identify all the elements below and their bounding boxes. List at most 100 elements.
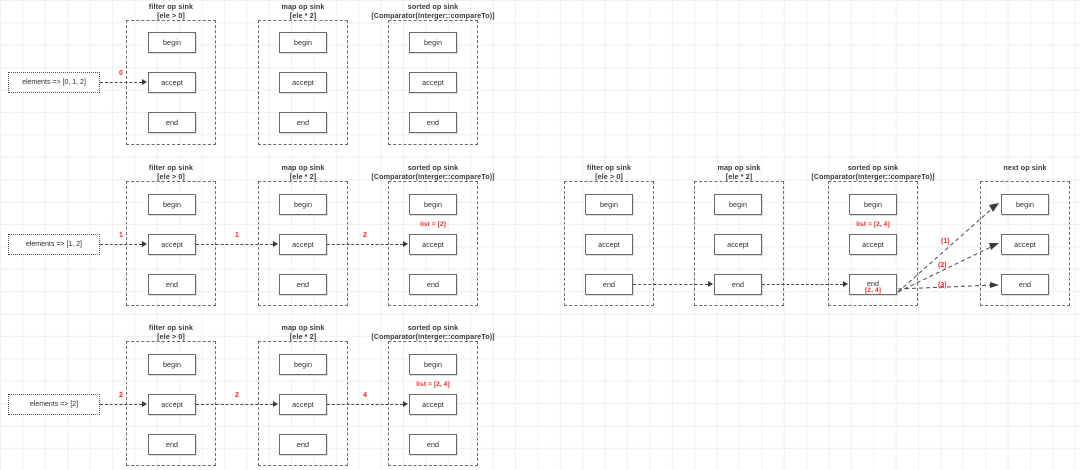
arrowhead-filter-accept-r3 — [142, 401, 147, 407]
stage-begin-sorted-r2b[interactable]: begin — [849, 194, 897, 215]
stage-begin-map-r2b[interactable]: begin — [714, 194, 762, 215]
stage-end-filter-r2[interactable]: end — [148, 274, 196, 295]
stage-end-sorted-r2b[interactable]: end [2, 4] — [849, 274, 897, 295]
sink-title-filter-r2: filter op sink [ele > 0] — [126, 163, 216, 181]
arrowhead-map-end-r2b — [708, 281, 713, 287]
sink-title-sorted-r1: sorted op sink [Comparator(Interger::com… — [368, 2, 498, 20]
sink-title-sorted-r2: sorted op sink [Comparator(Interger::com… — [368, 163, 498, 181]
stage-end-filter-r1[interactable]: end — [148, 112, 196, 133]
sink-filter-r2b — [564, 181, 654, 306]
stage-accept-filter-r3[interactable]: accept — [148, 394, 196, 415]
stage-accept-filter-r2b[interactable]: accept — [585, 234, 633, 255]
stage-accept-map-r2b[interactable]: accept — [714, 234, 762, 255]
stage-end-next-r2b[interactable]: end — [1001, 274, 1049, 295]
sink-map-r2b — [694, 181, 784, 306]
stage-begin-filter-r2b[interactable]: begin — [585, 194, 633, 215]
stage-accept-filter-r1[interactable]: accept — [148, 72, 196, 93]
fan-label-2: (2) — [938, 262, 947, 269]
stage-accept-sorted-r2[interactable]: accept — [409, 234, 457, 255]
sink-title-map-r1: map op sink [ele * 2] — [258, 2, 348, 20]
sink-title-line2: [ele > 0] — [595, 172, 623, 181]
stage-end-sorted-r3[interactable]: end — [409, 434, 457, 455]
connector-filter-to-map-r3 — [196, 404, 273, 405]
sink-sorted-r1 — [388, 20, 478, 145]
sink-title-line2: [Comparator(Interger::compareTo)] — [371, 332, 495, 341]
arrowhead-filter-accept-r2 — [142, 241, 147, 247]
stage-end-label: end — [866, 279, 880, 288]
stage-begin-filter-r1[interactable]: begin — [148, 32, 196, 53]
arrowhead-sorted-end-r2b — [843, 281, 848, 287]
stage-end-map-r2[interactable]: end — [279, 274, 327, 295]
sink-map-r3 — [258, 341, 348, 466]
sink-filter-r2 — [126, 181, 216, 306]
stage-accept-map-r2[interactable]: accept — [279, 234, 327, 255]
sink-title-line2: [ele * 2] — [289, 332, 317, 341]
stage-end-filter-r2b[interactable]: end — [585, 274, 633, 295]
sink-sorted-r2 — [388, 181, 478, 306]
stage-accept-sorted-r3[interactable]: accept — [409, 394, 457, 415]
sink-title-line1: filter op sink — [148, 2, 194, 11]
elements-source-r2[interactable]: elements => [1, 2] — [8, 234, 100, 255]
sink-title-next-r2b: next op sink — [980, 163, 1070, 172]
stage-accept-map-r3[interactable]: accept — [279, 394, 327, 415]
sink-filter-r3 — [126, 341, 216, 466]
fan-label-1: (1) — [941, 238, 950, 245]
stage-end-sorted-r2[interactable]: end — [409, 274, 457, 295]
stage-begin-map-r2[interactable]: begin — [279, 194, 327, 215]
arrowhead-sorted-accept-r3 — [403, 401, 408, 407]
stage-end-sublabel: [2, 4] — [865, 287, 881, 294]
stage-accept-filter-r2[interactable]: accept — [148, 234, 196, 255]
edge-label-r1-0: 0 — [119, 70, 123, 77]
stage-end-filter-r3[interactable]: end — [148, 434, 196, 455]
sink-title-line2: [ele * 2] — [725, 172, 753, 181]
edge-label-r3-1: 2 — [235, 392, 239, 399]
sink-title-line1: sorted op sink — [407, 163, 459, 172]
stage-begin-filter-r3[interactable]: begin — [148, 354, 196, 375]
sink-title-line1: filter op sink — [148, 163, 194, 172]
sink-title-line1: map op sink — [281, 323, 325, 332]
connector-elements-to-filter-r3 — [100, 404, 142, 405]
sink-title-map-r3: map op sink [ele * 2] — [258, 323, 348, 341]
stage-accept-next-r2b[interactable]: accept — [1001, 234, 1049, 255]
connector-map-to-sorted-r3 — [327, 404, 403, 405]
connector-elements-to-filter-r1 — [100, 82, 142, 83]
stage-begin-next-r2b[interactable]: begin — [1001, 194, 1049, 215]
edge-label-r3-0: 2 — [119, 392, 123, 399]
elements-source-r1[interactable]: elements => [0, 1, 2] — [8, 72, 100, 93]
sink-title-line2: [ele * 2] — [289, 11, 317, 20]
stage-begin-sorted-r1[interactable]: begin — [409, 32, 457, 53]
edge-label-r2-2: 2 — [363, 232, 367, 239]
edge-label-r2-1: 1 — [235, 232, 239, 239]
connector-filterend-to-mapend-r2b — [633, 284, 708, 285]
stage-begin-filter-r2[interactable]: begin — [148, 194, 196, 215]
sink-title-line1: next op sink — [1003, 163, 1047, 172]
sink-map-r2 — [258, 181, 348, 306]
stage-begin-sorted-r3[interactable]: begin — [409, 354, 457, 375]
sink-title-line2: [Comparator(Interger::compareTo)] — [371, 172, 495, 181]
stage-begin-map-r3[interactable]: begin — [279, 354, 327, 375]
arrowhead-sorted-accept-r2 — [403, 241, 408, 247]
stage-begin-sorted-r2[interactable]: begin — [409, 194, 457, 215]
sink-title-line1: map op sink — [717, 163, 761, 172]
sink-title-line2: [Comparator(Interger::compareTo)] — [811, 172, 935, 181]
stage-end-map-r3[interactable]: end — [279, 434, 327, 455]
connector-map-to-sorted-r2 — [327, 244, 403, 245]
sink-title-line1: filter op sink — [148, 323, 194, 332]
stage-end-map-r2b[interactable]: end — [714, 274, 762, 295]
arrowhead-map-accept-r2 — [273, 241, 278, 247]
elements-source-r3[interactable]: elements => [2] — [8, 394, 100, 415]
stage-accept-map-r1[interactable]: accept — [279, 72, 327, 93]
sink-title-filter-r1: filter op sink [ele > 0] — [126, 2, 216, 20]
connector-mapend-to-sortedend-r2b — [762, 284, 843, 285]
stage-end-map-r1[interactable]: end — [279, 112, 327, 133]
stage-accept-sorted-r1[interactable]: accept — [409, 72, 457, 93]
stage-accept-sorted-r2b[interactable]: accept — [849, 234, 897, 255]
sink-title-line1: map op sink — [281, 2, 325, 11]
sink-title-line1: sorted op sink — [407, 323, 459, 332]
stage-end-sorted-r1[interactable]: end — [409, 112, 457, 133]
stage-begin-map-r1[interactable]: begin — [279, 32, 327, 53]
list-label-sorted-r2b: list = [2, 4] — [856, 221, 890, 228]
sink-sorted-r3 — [388, 341, 478, 466]
edge-label-r2-0: 1 — [119, 232, 123, 239]
